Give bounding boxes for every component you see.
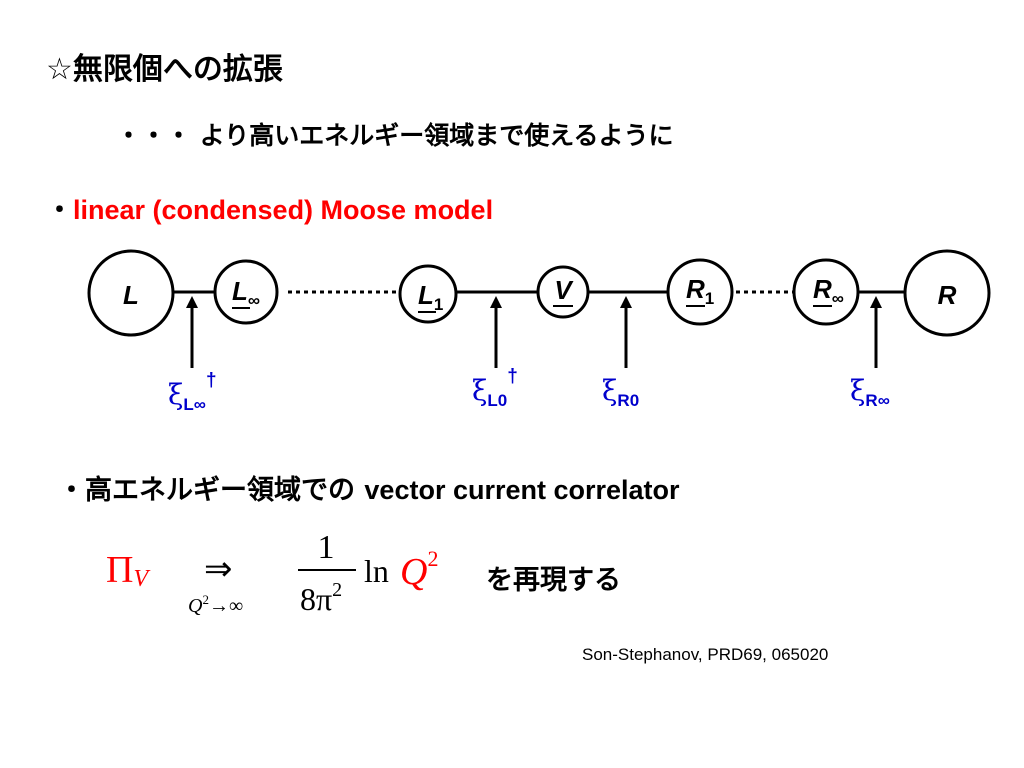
node-V-circle [536, 265, 590, 319]
node-L-label: L [123, 280, 139, 310]
field-arrows [186, 296, 882, 368]
node-L-circle [87, 249, 175, 337]
node-R1-circle [666, 258, 734, 326]
field-xi-Rinf-label: ξR∞ [850, 374, 890, 410]
formula-implies-arrow: ⇒ [204, 551, 233, 588]
node-Linf-circle [213, 259, 279, 325]
reference-citation: Son-Stephanov, PRD69, 065020 [582, 645, 829, 664]
formula-ln: ln [364, 553, 389, 589]
arrowhead-xi-L0 [490, 296, 502, 308]
node-L1-label: L1 [418, 280, 443, 314]
field-xi-L0-label: ξL0† [472, 366, 518, 410]
reproduce-text: を再現する [486, 565, 621, 596]
node-Rinf-label: R∞ [813, 274, 844, 308]
node-V-label: V [554, 275, 574, 305]
slide-subtitle: ・・・ より高いエネルギー領域まで使えるように [116, 121, 674, 150]
node-R-label: R [938, 280, 957, 310]
formula-limit: Q2→∞ [188, 592, 243, 617]
moose-chain-diagram: L L∞ L1 V R1 R∞ R ξL∞† ξL0† ξR0 ξR∞ [87, 249, 991, 414]
bullet-moose-model: ・linear (condensed) Moose model [46, 188, 493, 227]
moose-model-label: linear (condensed) Moose model [73, 195, 494, 225]
formula-pi-v: ΠV [106, 549, 150, 592]
slide-title: ☆無限個への拡張 [46, 52, 283, 87]
correlator-formula: ΠV ⇒ Q2→∞ 1 8π2 ln Q2 [106, 529, 438, 617]
formula-numerator: 1 [318, 529, 335, 566]
field-xi-Linf-label: ξL∞† [168, 370, 217, 414]
bullet2-japanese: 高エネルギー領域での [85, 475, 365, 506]
arrowhead-xi-Rinf [870, 296, 882, 308]
node-Linf-label: L∞ [232, 276, 260, 310]
bullet2-english: vector current correlator [364, 475, 680, 505]
formula-denominator: 8π2 [300, 579, 342, 617]
field-xi-R0-label: ξR0 [602, 374, 639, 410]
bullet-marker: ・ [46, 195, 73, 226]
node-R1-label: R1 [686, 274, 714, 308]
bullet-vector-correlator: ・高エネルギー領域での vector current correlator [58, 468, 680, 507]
arrowhead-xi-R0 [620, 296, 632, 308]
formula-q-squared: Q2 [400, 546, 438, 593]
node-Rinf-circle [792, 258, 860, 326]
bullet-marker: ・ [58, 475, 85, 506]
node-R-circle [903, 249, 991, 337]
node-L1-circle [398, 264, 458, 324]
arrowhead-xi-Linf [186, 296, 198, 308]
